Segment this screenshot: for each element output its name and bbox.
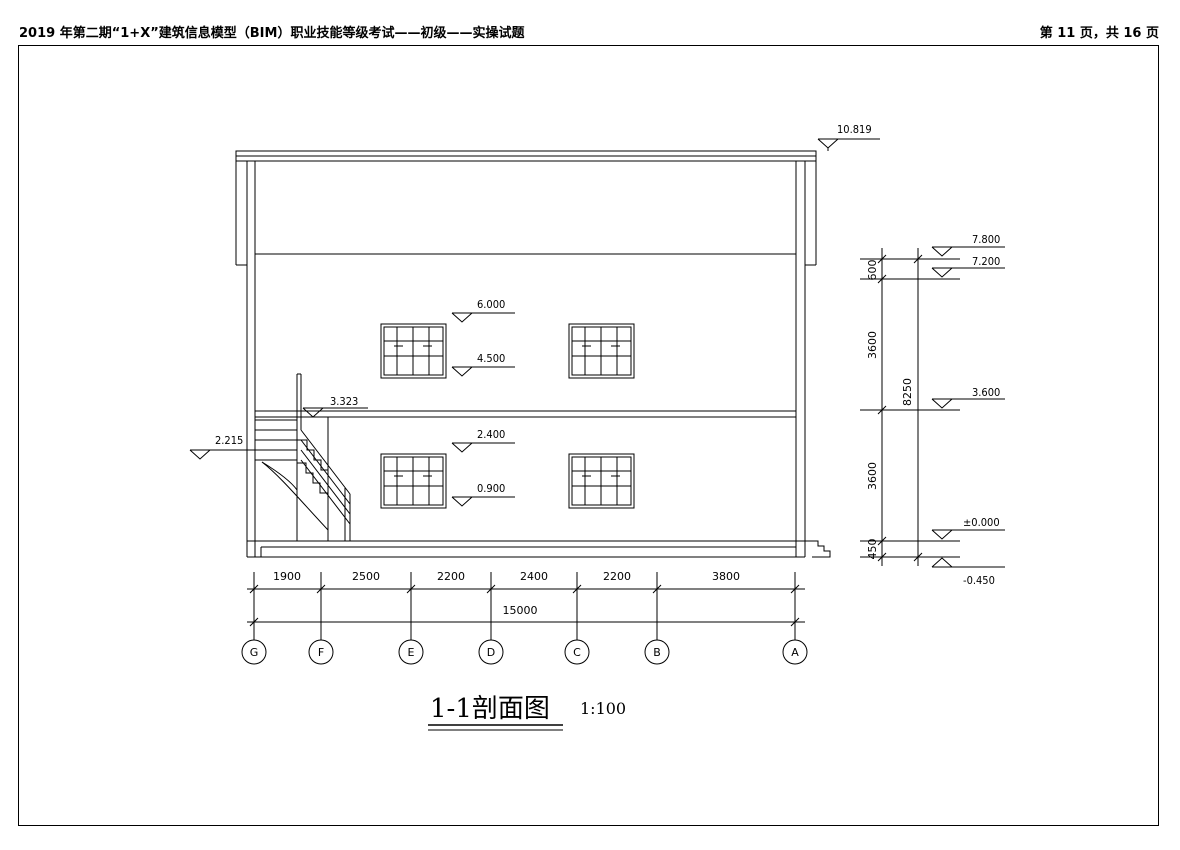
elevation-marker-m450 (931, 557, 1005, 568)
elevation-label-2400: 2.400 (477, 428, 505, 441)
drawing-scale: 1:100 (580, 699, 626, 718)
elevation-label-2215: 2.215 (215, 434, 243, 447)
dim-label-450: 450 (866, 539, 879, 560)
document-header-title: 2019 年第二期“1+X”建筑信息模型（BIM）职业技能等级考试——初级——实… (19, 26, 525, 41)
dim-label-3600-lower: 3600 (866, 462, 879, 490)
elevation-marker-6000 (451, 312, 515, 323)
elevation-marker-4500 (451, 366, 515, 377)
window-upper-right (568, 323, 635, 379)
axis-label-g: G (250, 646, 259, 659)
axis-label-d: D (487, 646, 495, 659)
elevation-label-roof: 10.819 (837, 123, 872, 136)
dim-label-total: 15000 (503, 604, 538, 617)
elevation-marker-roof (817, 138, 880, 151)
page-number: 第 11 页，共 16 页 (1039, 26, 1159, 41)
roof-slab (235, 150, 817, 162)
entrance-steps (805, 540, 831, 558)
elevation-label-3323: 3.323 (330, 395, 358, 408)
dim-label-2200b: 2200 (603, 570, 631, 583)
stair (255, 373, 351, 541)
ground-floor-slab (247, 540, 805, 558)
elevation-label-0900: 0.900 (477, 482, 505, 495)
dim-label-3600-upper: 3600 (866, 331, 879, 359)
elevation-label-m450: -0.450 (963, 574, 995, 587)
window-lower-right (568, 453, 635, 509)
window-lower-left (380, 453, 447, 509)
dim-label-2400: 2400 (520, 570, 548, 583)
dim-label-2500: 2500 (352, 570, 380, 583)
horizontal-dimension-chain (247, 572, 805, 640)
drawing-frame (18, 45, 1159, 826)
title-underline (428, 724, 563, 731)
dim-label-8250: 8250 (901, 378, 914, 406)
dim-label-1900: 1900 (273, 570, 301, 583)
left-wall (235, 161, 256, 557)
elevation-marker-7200 (931, 267, 1005, 278)
right-wall (795, 161, 817, 557)
dim-label-2200a: 2200 (437, 570, 465, 583)
vertical-dimension-chain (860, 248, 960, 566)
elevation-marker-0900 (451, 496, 515, 507)
elevation-marker-3323 (302, 407, 368, 418)
elevation-marker-2400 (451, 442, 515, 453)
elevation-label-0000: ±0.000 (963, 516, 1000, 529)
dim-label-600: 600 (866, 260, 879, 281)
axis-label-c: C (573, 646, 581, 659)
dim-label-3800: 3800 (712, 570, 740, 583)
elevation-label-6000: 6.000 (477, 298, 505, 311)
second-floor-slab (255, 410, 796, 418)
elevation-marker-3600 (931, 398, 1005, 409)
drawing-title: 1-1剖面图 (430, 694, 550, 724)
elevation-marker-2215 (189, 449, 255, 460)
elevation-label-7200: 7.200 (972, 255, 1000, 268)
elevation-label-3600: 3.600 (972, 386, 1000, 399)
axis-label-f: F (318, 646, 324, 659)
elevation-label-7800: 7.800 (972, 233, 1000, 246)
axis-label-e: E (408, 646, 415, 659)
window-upper-left (380, 323, 447, 379)
axis-label-a: A (791, 646, 799, 659)
axis-bubbles (241, 639, 808, 665)
elevation-marker-7800 (931, 246, 1005, 257)
elevation-label-4500: 4.500 (477, 352, 505, 365)
axis-label-b: B (653, 646, 661, 659)
elevation-marker-0000 (931, 529, 1005, 540)
